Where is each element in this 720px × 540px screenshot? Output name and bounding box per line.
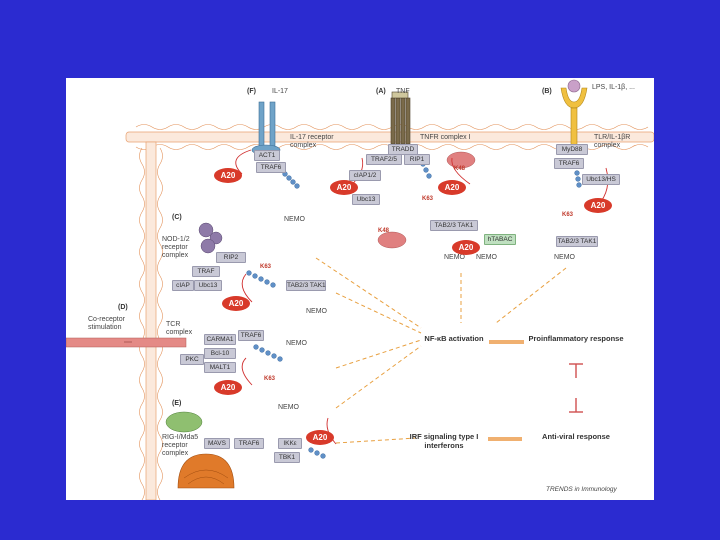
a20-enzyme-a1: A20 xyxy=(330,180,358,195)
ciap-box: cIAP1/2 xyxy=(349,170,381,181)
il17-receptor-label: IL-17 receptor complex xyxy=(290,134,334,149)
k63-label-3: K63 xyxy=(260,264,272,270)
a20-enzyme-a2: A20 xyxy=(438,180,466,195)
nemo-label-1: NEMO xyxy=(284,216,305,223)
costim-label: Co-receptor stimulation xyxy=(88,316,125,331)
panel-label-b: (B) xyxy=(542,88,552,95)
tradd-box: TRADD xyxy=(388,144,418,155)
figure-panel: (F) (A) (B) (C) (D) (E) IL-17 TNF LPS, I… xyxy=(66,78,654,500)
nemo-label-7: NEMO xyxy=(554,254,575,261)
k63-label-1: K63 xyxy=(422,196,434,202)
k63-label-4: K63 xyxy=(264,376,276,382)
a20-enzyme-d: A20 xyxy=(214,380,242,395)
irf-signaling: IRF signaling type I interferons xyxy=(409,432,479,450)
tab2tak1-box-a: TAB2/3 TAK1 xyxy=(430,220,478,231)
ubc13hs-box: Ubc13/HS xyxy=(582,174,620,185)
rip1-box: RIP1 xyxy=(404,154,430,165)
panel-label-c: (C) xyxy=(172,214,182,221)
panel-label-e: (E) xyxy=(172,400,182,407)
rig-label: RIG-I/Mda5 receptor complex xyxy=(162,434,199,457)
nemo-label-6: NEMO xyxy=(476,254,497,261)
anti-viral-response: Anti-viral response xyxy=(542,432,610,441)
tnfr-label: TNFR complex I xyxy=(420,134,471,141)
nod-label: NOD-1/2 receptor complex xyxy=(162,236,190,259)
k48-label-2: K48 xyxy=(378,228,390,234)
traf3-box: TRAF6 xyxy=(234,438,264,449)
nfkb-activation: NF-κB activation xyxy=(424,334,484,343)
panel-label-a: (A) xyxy=(376,88,386,95)
rip2-box: RIP2 xyxy=(216,252,246,263)
traf6-box-b: TRAF6 xyxy=(554,158,584,169)
tbk1-box: TBK1 xyxy=(274,452,300,463)
tcr-label: TCR complex xyxy=(166,321,193,336)
ligand-il17: IL-17 xyxy=(272,88,288,95)
traf25-box: TRAF2/5 xyxy=(366,154,402,165)
k48-label-1: K48 xyxy=(454,166,466,172)
myd88-box: MyD88 xyxy=(556,144,588,155)
nemo-label-4: NEMO xyxy=(278,404,299,411)
carma1-box: CARMA1 xyxy=(204,334,236,345)
a20-enzyme-f: A20 xyxy=(214,168,242,183)
proinflammatory-response: Proinflammatory response xyxy=(528,334,624,343)
traf-box: TRAF xyxy=(192,266,220,277)
ligand-tnf: TNF xyxy=(396,88,410,95)
traf6-box-d: TRAF6 xyxy=(238,330,264,341)
a20-enzyme-c: A20 xyxy=(222,296,250,311)
htabac-box: hTABAC xyxy=(484,234,516,245)
tab2tak1-box-b: TAB2/3 TAK1 xyxy=(556,236,598,247)
nemo-label-3: NEMO xyxy=(286,340,307,347)
nemo-label-5: NEMO xyxy=(444,254,465,261)
pkc-box: PKC xyxy=(180,354,204,365)
a20-enzyme-a3: A20 xyxy=(452,240,480,255)
a20-enzyme-b: A20 xyxy=(584,198,612,213)
panel-label-f: (F) xyxy=(247,88,256,95)
malt1-box: MALT1 xyxy=(204,362,236,373)
tlr-label: TLR/IL-1βR complex xyxy=(594,134,631,149)
source-credit: TRENDS in Immunology xyxy=(546,486,617,493)
ikk-box: IKKε xyxy=(278,438,302,449)
a20-enzyme-e: A20 xyxy=(306,430,334,445)
k63-label-2: K63 xyxy=(562,212,574,218)
ligand-lps: LPS, IL-1β, ... xyxy=(592,84,635,91)
panel-label-d: (D) xyxy=(118,304,128,311)
tab2tak1-box-c: TAB2/3 TAK1 xyxy=(286,280,326,291)
mavs-box: MAVS xyxy=(204,438,230,449)
act1-box: ACT1 xyxy=(254,150,280,161)
nemo-label-2: NEMO xyxy=(306,308,327,315)
ubc13-box-c: Ubc13 xyxy=(194,280,222,291)
traf6-box-f: TRAF6 xyxy=(256,162,286,173)
ciap2-box: cIAP xyxy=(172,280,194,291)
ubc13-box-a: Ubc13 xyxy=(352,194,380,205)
bcl10-box: Bcl-10 xyxy=(204,348,236,359)
